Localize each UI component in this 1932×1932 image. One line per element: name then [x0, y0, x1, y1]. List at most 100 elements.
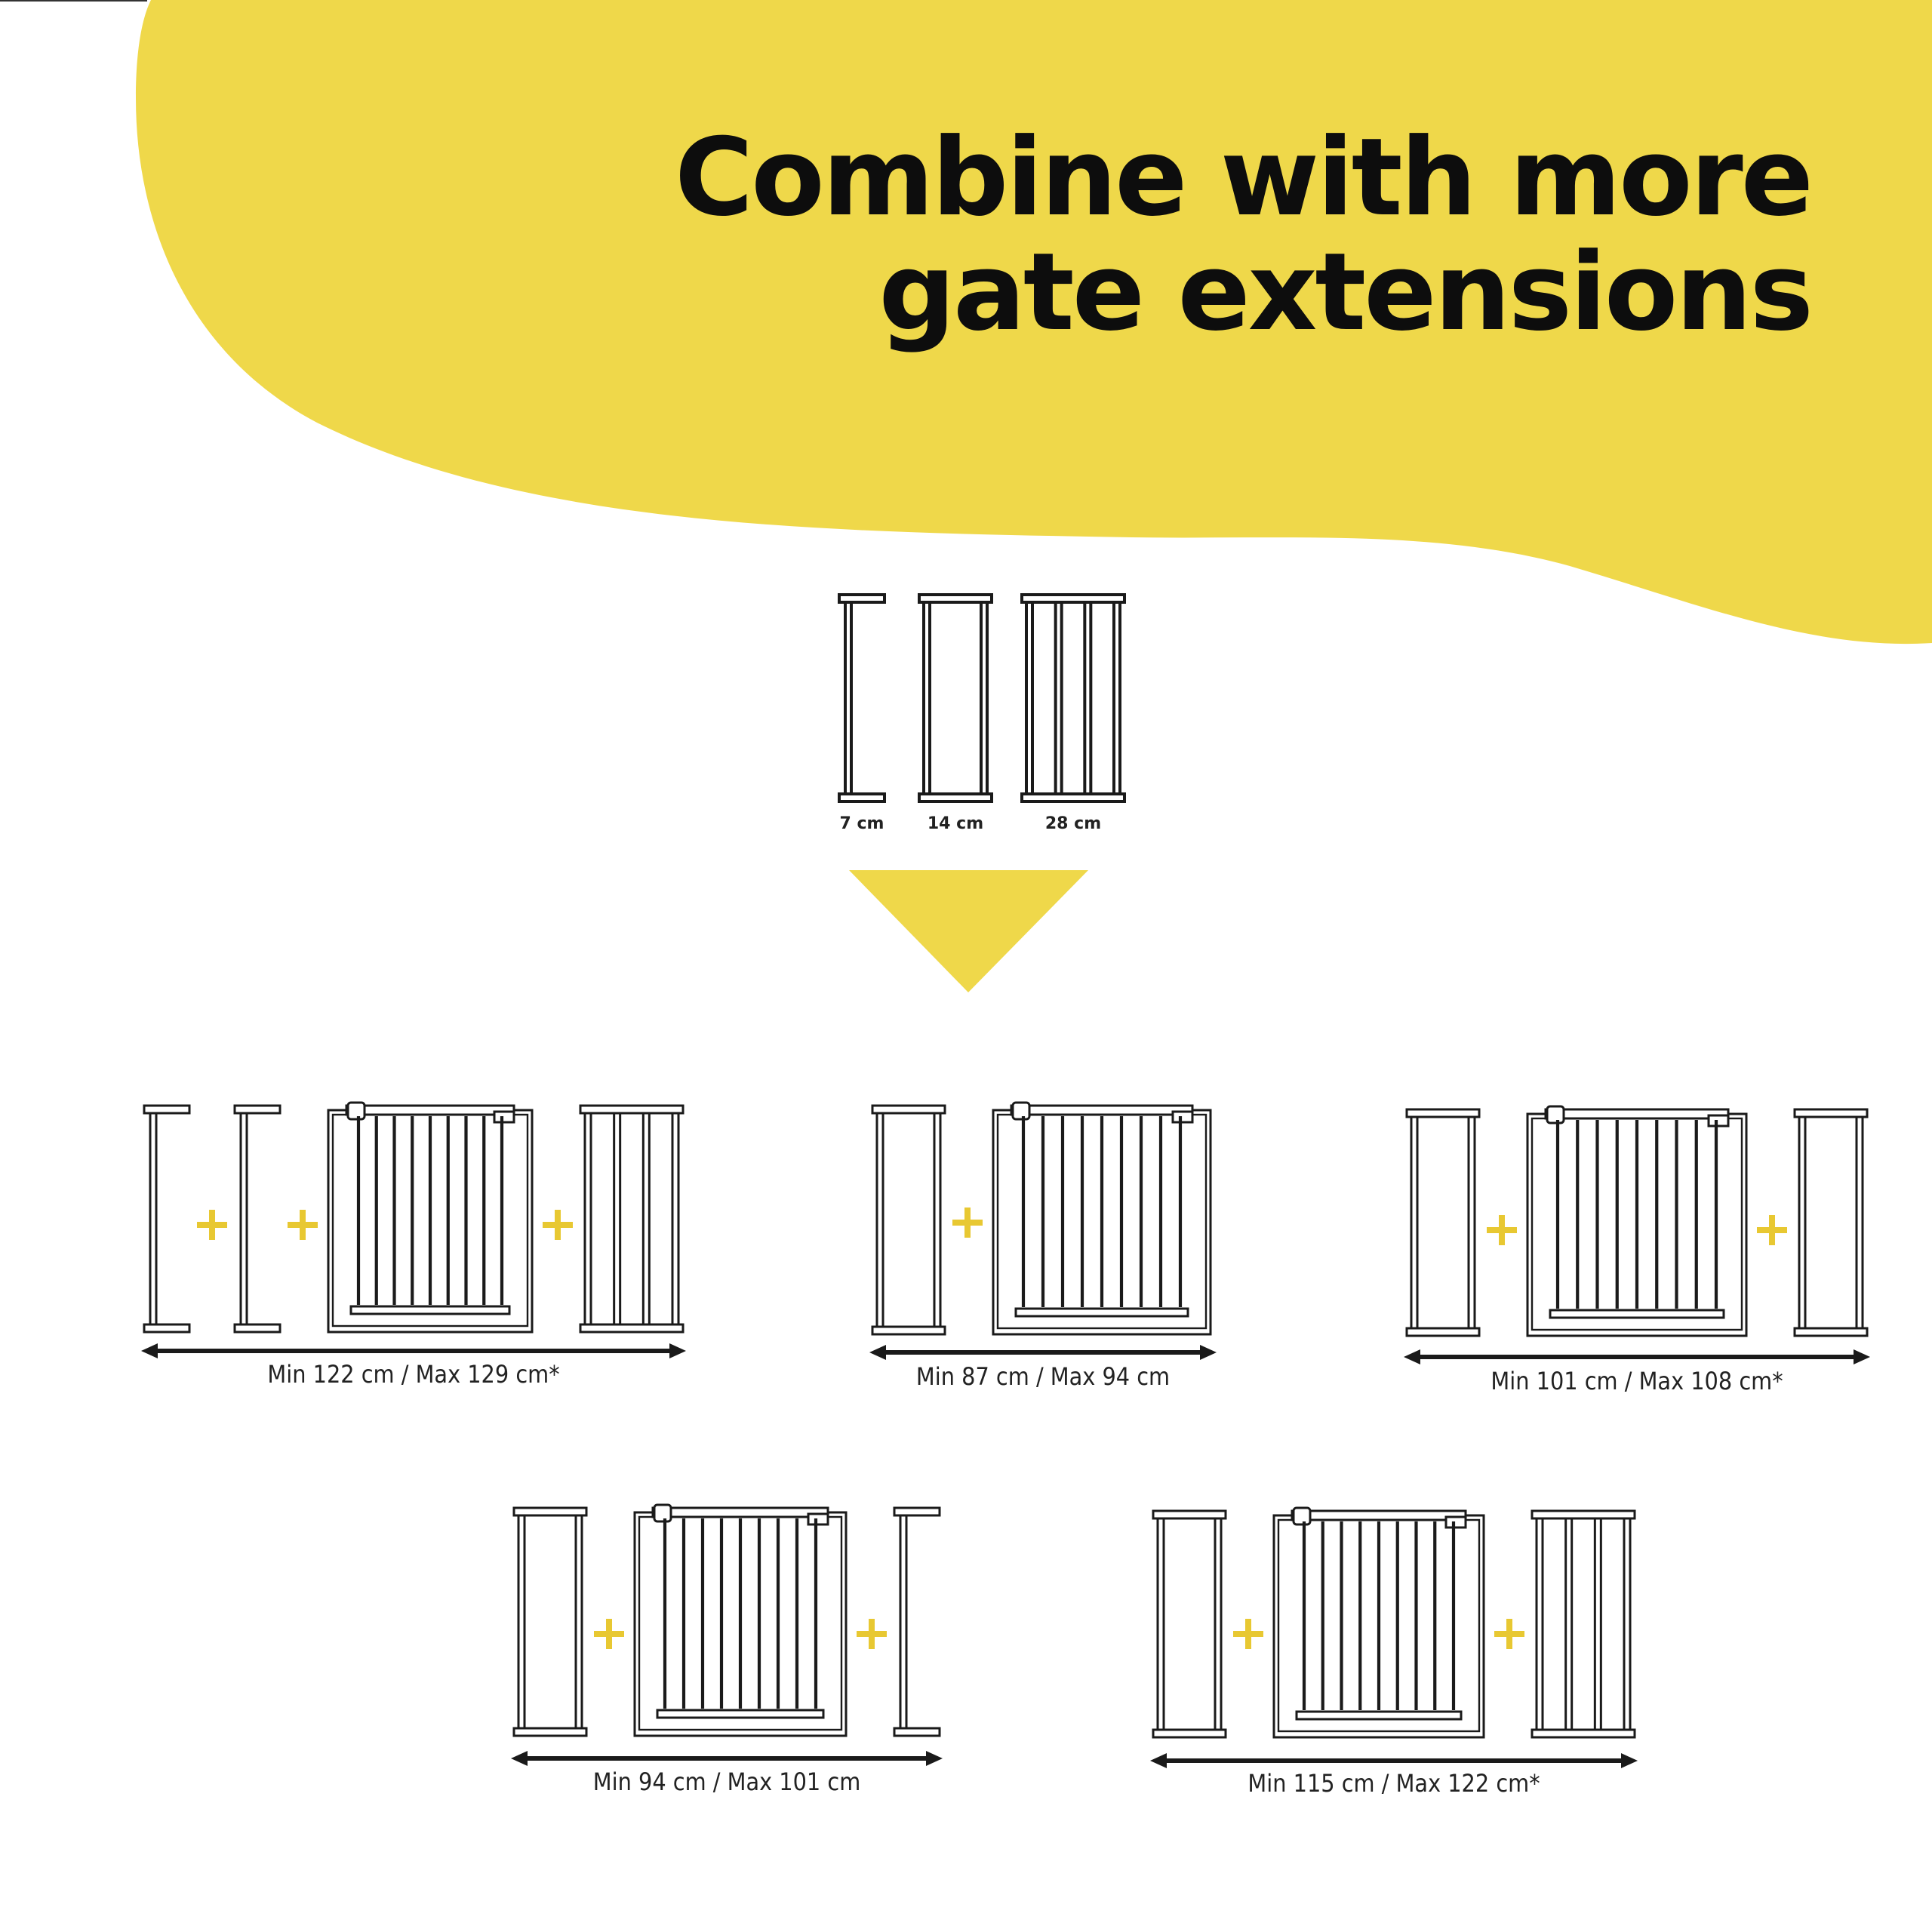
gate-top-rail [1291, 1509, 1467, 1521]
extension-bar [641, 1112, 651, 1326]
extension-bar [933, 1112, 942, 1328]
extension-bottom-cap [143, 1323, 191, 1334]
extension-piece [918, 593, 993, 803]
extension-bar [875, 1112, 884, 1328]
extension-bar [1083, 601, 1093, 795]
extension-bar [1855, 1115, 1864, 1330]
extension-bottom-cap [1020, 792, 1126, 803]
extension-bar [980, 601, 989, 795]
dimension-arrow: Min 94 cm / Max 101 cm [511, 1751, 943, 1796]
plus-icon [594, 1619, 624, 1649]
gate [327, 1101, 534, 1334]
gate-hinge [653, 1503, 672, 1523]
dimension-arrowhead-right [1854, 1349, 1870, 1364]
plus-icon [1487, 1215, 1517, 1245]
extension-top-cap [1020, 593, 1126, 604]
extension-bar [1564, 1517, 1574, 1731]
extension-bar [1112, 601, 1121, 795]
extension-bottom-cap [233, 1323, 281, 1334]
extension-bar [1054, 601, 1063, 795]
extension-bottom-cap [579, 1323, 685, 1334]
dimension-arrow: Min 115 cm / Max 122 cm* [1150, 1753, 1638, 1798]
gate-top-rail [1544, 1108, 1730, 1120]
extension-bar [1467, 1115, 1476, 1330]
configurations-group: Min 122 cm / Max 129 cm* Min 87 cm / Max … [141, 1101, 1870, 1798]
down-arrow-icon [849, 870, 1088, 992]
extension-bar [1623, 1517, 1632, 1731]
extension-piece [893, 1506, 941, 1737]
dimension-arrow: Min 122 cm / Max 129 cm* [141, 1343, 686, 1389]
extension-bar [149, 1112, 158, 1326]
gate-bottom-rail [1014, 1307, 1189, 1318]
extension-piece [1531, 1509, 1636, 1739]
extension-bar [1798, 1115, 1807, 1330]
dimension-label: Min 87 cm / Max 94 cm [916, 1362, 1170, 1391]
extension-bottom-cap [893, 1727, 941, 1737]
plus-icon [952, 1208, 983, 1238]
extension-piece [871, 1104, 946, 1336]
config-5: Min 115 cm / Max 122 cm* [1150, 1506, 1638, 1798]
extension-top-cap [512, 1506, 588, 1517]
dimension-arrow: Min 87 cm / Max 94 cm [869, 1345, 1217, 1391]
gate-hinge [346, 1101, 366, 1121]
plus-icon [857, 1619, 887, 1649]
dimension-arrowhead-left [141, 1343, 158, 1358]
extension-top-cap [1793, 1108, 1869, 1118]
dimension-arrowhead-right [1621, 1753, 1638, 1768]
extension-piece [1152, 1509, 1227, 1739]
extension-piece [1405, 1108, 1481, 1337]
gate-latch [1444, 1515, 1467, 1529]
extension-top-cap [893, 1506, 941, 1517]
extension-bottom-cap [1405, 1327, 1481, 1337]
dimension-label: Min 101 cm / Max 108 cm* [1491, 1367, 1783, 1395]
gate-latch [493, 1110, 515, 1124]
extension-piece [838, 593, 886, 803]
config-2: Min 87 cm / Max 94 cm [869, 1101, 1217, 1391]
extension-bar [239, 1112, 248, 1326]
gate-hinge [1011, 1101, 1031, 1121]
extension-bottom-cap [512, 1727, 588, 1737]
extension-bar [1593, 1517, 1602, 1731]
extension-bar [1025, 601, 1034, 795]
headline-line-2: gate extensions [878, 230, 1814, 355]
plus-icon [197, 1210, 227, 1240]
gate [633, 1503, 848, 1737]
extension-bar [583, 1112, 592, 1326]
gate [992, 1101, 1212, 1336]
config-3: Min 101 cm / Max 108 cm* [1404, 1105, 1870, 1395]
config-4: Min 94 cm / Max 101 cm [511, 1503, 943, 1796]
extension-piece [1020, 593, 1126, 803]
gate-bottom-rail [1295, 1710, 1463, 1721]
headline: Combine with more gate extensions [528, 115, 1814, 355]
gate-hinge [1292, 1506, 1312, 1526]
dimension-arrowhead-right [1200, 1345, 1217, 1360]
extension-bottom-cap [1531, 1728, 1636, 1739]
gate [1526, 1105, 1748, 1337]
extension-bar [1156, 1517, 1165, 1731]
gate-hinge [1546, 1105, 1565, 1124]
extension-size-label: 28 cm [1045, 814, 1101, 833]
extension-top-cap [1531, 1509, 1636, 1520]
dimension-label: Min 122 cm / Max 129 cm* [267, 1360, 559, 1389]
dimension-label: Min 115 cm / Max 122 cm* [1247, 1769, 1540, 1798]
extension-bar [517, 1514, 526, 1730]
extension-bar [613, 1112, 622, 1326]
gate-bottom-rail [1549, 1309, 1725, 1319]
dimension-arrow: Min 101 cm / Max 108 cm* [1404, 1349, 1870, 1395]
gate-bottom-rail [656, 1709, 825, 1719]
dimension-arrowhead-left [869, 1345, 886, 1360]
extension-top-cap [1152, 1509, 1227, 1520]
gate [1272, 1506, 1485, 1739]
extension-top-cap [233, 1104, 281, 1115]
extension-top-cap [143, 1104, 191, 1115]
extension-piece [233, 1104, 281, 1334]
extension-piece [579, 1104, 685, 1334]
extension-bar [574, 1514, 583, 1730]
headline-line-1: Combine with more [674, 115, 1814, 240]
plus-icon [1494, 1619, 1524, 1649]
extension-bottom-cap [871, 1325, 946, 1336]
gate-latch [1707, 1114, 1730, 1128]
gate-latch [807, 1512, 829, 1526]
